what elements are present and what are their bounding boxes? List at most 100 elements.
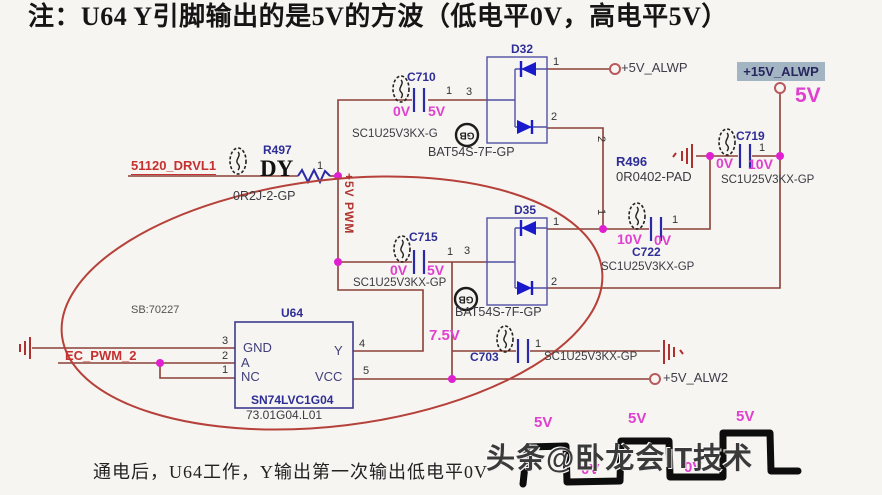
diode-d35 [485, 217, 548, 306]
d32-part: BAT54S-7F-GP [428, 145, 515, 159]
net-label-5v-alw2: +5V_ALW2 [663, 370, 729, 385]
u64-pin3-num: 3 [222, 335, 229, 347]
stamp-icon [718, 128, 736, 156]
svg-text:GB: GB [459, 294, 474, 305]
u64-pin-a: A [241, 355, 250, 370]
c722-voltage-right: 0V [654, 232, 672, 248]
d35-pin1: 1 [553, 216, 560, 228]
d35-part: BAT54S-7F-GP [455, 305, 542, 319]
d35-pin2: 2 [551, 276, 558, 288]
d32-pin1: 1 [553, 56, 560, 68]
bottom-caption: 通电后，U64工作，Y输出第一次输出低电平0V [93, 462, 488, 482]
c710-voltage-left: 0V [393, 103, 411, 119]
r497-ref: R497 [263, 143, 292, 157]
junction-dot [334, 258, 342, 266]
square-wave-sketch [519, 429, 802, 488]
junction-dot [448, 375, 456, 383]
c722-pin1: 1 [672, 214, 679, 226]
capacitor-c710 [412, 88, 426, 112]
c703-ref: C703 [470, 350, 499, 364]
highlight-ellipse [60, 175, 604, 431]
r496-pin2: 2 [595, 136, 607, 143]
power-terminal-5v-alwp [609, 63, 621, 75]
d35-pin3: 3 [464, 245, 471, 257]
dy-marker: DY [260, 156, 294, 181]
r496-ref: R496 [616, 154, 648, 169]
u64-pin-y: Y [334, 343, 343, 358]
diode-d32 [486, 56, 548, 144]
junction-dot [706, 152, 714, 160]
stamp-icon [229, 147, 247, 175]
page-title: 注：U64 Y引脚输出的是5V的方波（低电平0V，高电平5V） [28, 2, 728, 31]
resistor-r497 [297, 167, 331, 185]
c710-pin1: 1 [446, 85, 453, 97]
c715-part: SC1U25V3KX-GP [353, 277, 447, 289]
d32-pin3: 3 [466, 86, 473, 98]
r496-part: 0R0402-PAD [616, 169, 692, 184]
wave-high-label: 5V [534, 414, 553, 431]
capacitor-c715 [412, 250, 426, 274]
stamp-icon [393, 235, 411, 263]
c719-voltage-left: 0V [716, 155, 734, 171]
junction-dot [599, 225, 607, 233]
u64-part2: 73.01G04.L01 [246, 408, 323, 422]
capacitor-c719 [738, 144, 752, 168]
r496-pin1: 1 [595, 209, 607, 216]
wire-nc-stub [159, 363, 235, 379]
u64-pin4-num: 4 [359, 338, 366, 350]
wire-15v-rail [547, 93, 781, 289]
c715-ref: C715 [409, 230, 438, 244]
d32-pin2: 2 [551, 111, 558, 123]
ic-u64-body [234, 321, 354, 409]
net-label-ec-pwm-2: EC_PWM_2 [65, 348, 137, 363]
c719-pin1: 1 [759, 142, 766, 154]
u64-pin-vcc: VCC [315, 369, 343, 384]
capacitor-c703 [516, 339, 530, 363]
u64-pin-gnd: GND [243, 340, 272, 355]
r497-part: 0R2J-2-GP [233, 189, 296, 203]
net-label-5v-pwm: +5V PWM [342, 173, 356, 235]
c719-part: SC1U25V3KX-GP [721, 174, 815, 186]
wire-pwm-node [337, 99, 412, 262]
c715-pin1: 1 [447, 246, 454, 258]
gb-stamp-icon: GB [454, 122, 480, 148]
stamp-icon [392, 75, 410, 103]
capacitor-c722 [649, 217, 663, 241]
wave-high-label: 5V [736, 408, 755, 425]
net-label-15v-alwp: +15V_ALWP [743, 64, 819, 79]
u64-part: SN74LVC1G04 [251, 393, 334, 407]
u64-ref: U64 [281, 306, 304, 320]
power-terminal-15v-alwp [774, 82, 786, 94]
u64-pin2-num: 2 [222, 350, 229, 362]
wire-c722-right [663, 156, 711, 230]
c703-pin1: 1 [535, 338, 542, 350]
net-label-5v-alwp: +5V_ALWP [621, 60, 688, 75]
stamp-icon [496, 325, 514, 353]
ground-symbol [663, 340, 684, 364]
probe-voltage-pump: 7.5V [429, 327, 460, 344]
ground-symbol [19, 337, 31, 359]
c710-voltage-right: 5V [428, 103, 446, 119]
wave-high-label: 5V [628, 410, 647, 427]
net-label-15v-alwp-highlight: +15V_ALWP [737, 62, 825, 81]
c722-part: SC1U25V3KX-GP [601, 261, 695, 273]
junction-dot [156, 359, 164, 367]
sb-note: SB:70227 [131, 304, 180, 316]
c710-ref: C710 [407, 70, 436, 84]
r497-pin1: 1 [317, 160, 324, 172]
c710-part: SC1U25V3KX-G [352, 128, 438, 140]
c715-voltage-left: 0V [390, 262, 408, 278]
wire-d32-pin2-r496 [547, 127, 604, 229]
c722-voltage-left: 10V [617, 231, 642, 247]
u64-pin-nc: NC [241, 369, 260, 384]
stamp-icon [628, 202, 646, 230]
svg-text:GB: GB [460, 130, 475, 141]
gb-stamp-icon: GB [453, 286, 479, 312]
watermark: 头条@卧龙会IT技术 [486, 443, 754, 475]
c722-ref: C722 [632, 245, 661, 259]
c719-ref: C719 [736, 129, 765, 143]
c715-voltage-right: 5V [427, 262, 445, 278]
ground-symbol [672, 144, 693, 168]
